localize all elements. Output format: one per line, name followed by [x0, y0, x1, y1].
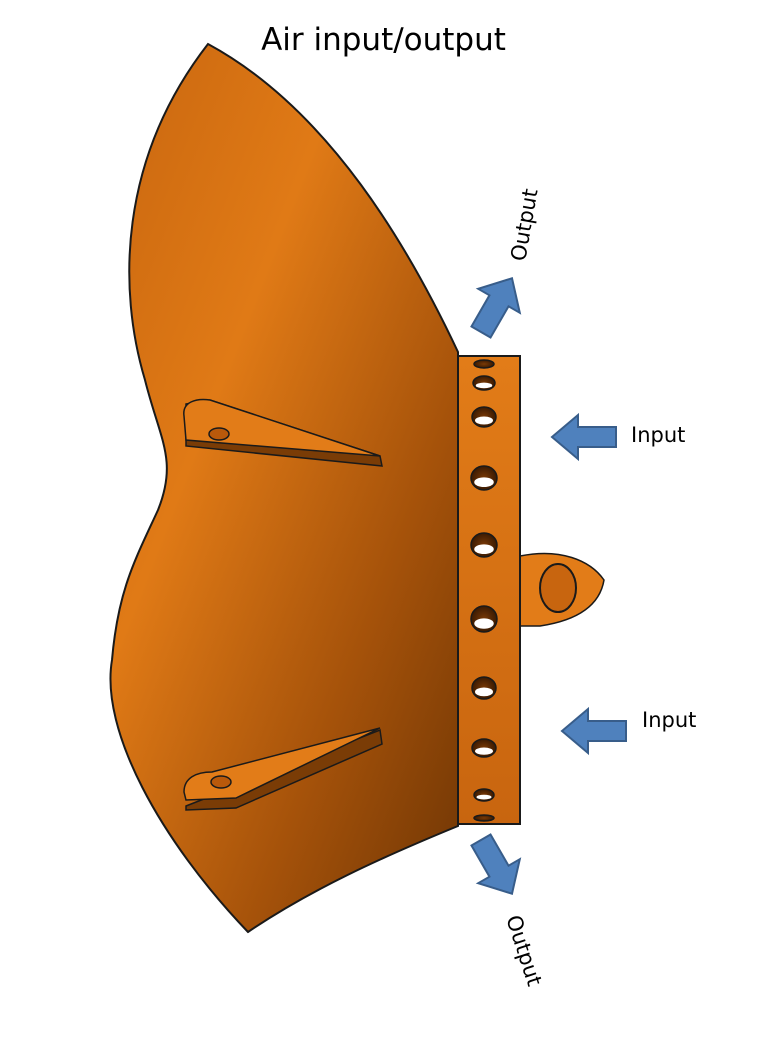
- strip-hole: [471, 406, 497, 428]
- strip-hole: [471, 676, 497, 700]
- blade-body: [109, 42, 459, 934]
- input-arrow-upper[interactable]: [550, 412, 617, 462]
- strip-hole: [473, 788, 495, 802]
- strip-hole: [470, 465, 498, 491]
- input-arrow-lower[interactable]: [560, 706, 627, 756]
- strip-hole: [470, 605, 498, 633]
- strip-hole: [473, 359, 495, 369]
- label-input-lower: Input: [642, 708, 696, 732]
- label-output-bottom: Output: [501, 912, 546, 989]
- lower-bracket: [183, 727, 383, 811]
- diagram-title: Air input/output: [261, 22, 506, 58]
- strip-holes: [470, 359, 498, 822]
- upper-bracket: [183, 398, 383, 467]
- output-arrow-bottom[interactable]: [460, 828, 533, 906]
- output-arrow-top[interactable]: [460, 266, 533, 344]
- label-input-upper: Input: [631, 423, 685, 447]
- hub-nose: [519, 552, 605, 627]
- strip-hole: [473, 814, 495, 822]
- strip-hole: [471, 738, 497, 758]
- strip-hole: [472, 375, 496, 391]
- label-output-top: Output: [506, 187, 542, 263]
- strip-hole: [470, 532, 498, 558]
